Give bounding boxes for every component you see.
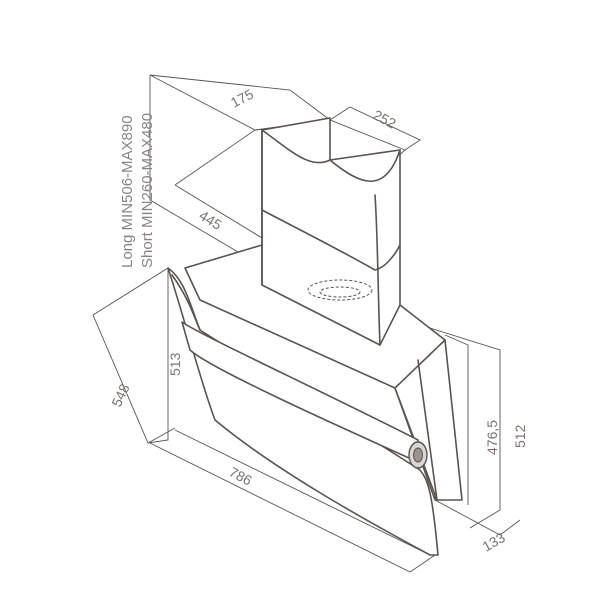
label-445: 445 (196, 207, 224, 233)
control-knob (408, 441, 428, 469)
dim-512-line (397, 317, 501, 529)
dim-133-line (434, 499, 521, 536)
chimney-joint (261, 209, 401, 271)
chimney-top-curve (261, 129, 331, 164)
chimney-short-note: Short MIN260-MAX480 (139, 113, 156, 268)
dim-786-ref (174, 429, 431, 556)
dim-786-line (149, 442, 439, 573)
exhaust-outlet-inner (319, 286, 361, 298)
glass-panel (167, 267, 439, 556)
chimney-top-curve-2 (329, 149, 401, 182)
glass-top-edge (171, 274, 201, 331)
label-512: 512 (512, 424, 528, 448)
dim-252-line (329, 106, 421, 151)
hood-body (184, 117, 463, 501)
dim-513-foot (147, 427, 176, 444)
chimney (261, 117, 401, 346)
label-175: 175 (228, 85, 256, 110)
label-476: 476,5 (484, 420, 500, 455)
dim-476-line (444, 334, 469, 505)
chimney-notes: Long MIN506-MAX890 Short MIN260-MAX480 (119, 113, 156, 268)
label-513: 513 (167, 352, 183, 376)
exhaust-outlet (307, 279, 373, 301)
dim-548-lines (92, 267, 169, 444)
chimney-long-note: Long MIN506-MAX890 (119, 115, 136, 268)
label-548: 548 (108, 381, 132, 409)
side-panel-edge (417, 359, 438, 501)
dimension-lines (92, 74, 521, 573)
